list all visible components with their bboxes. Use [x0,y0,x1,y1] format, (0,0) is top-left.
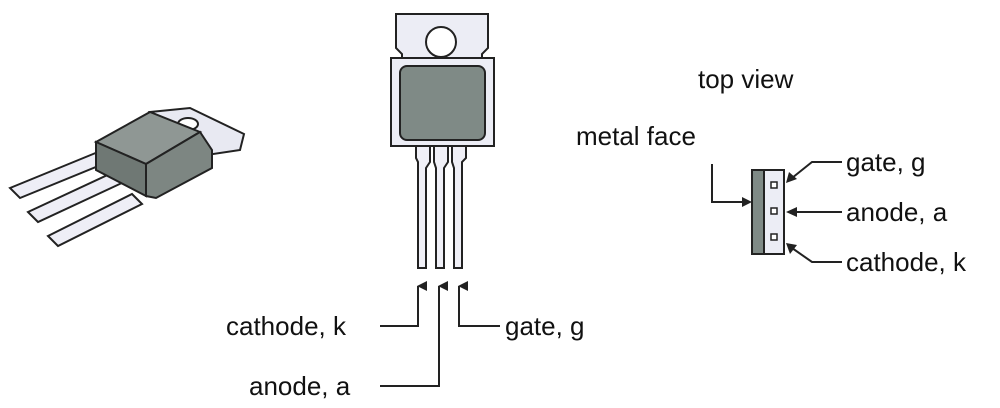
iso-body-side [145,130,213,200]
top-cathode-callout-line [791,247,842,263]
top-view-pin-gate [770,181,778,189]
front-lead-middle [433,145,449,269]
anode-callout-line [380,281,448,387]
top-gate-arrowhead [786,172,797,183]
label-gate-top: gate, g [846,147,926,177]
iso-lead-3 [46,192,144,248]
top-cathode-arrowhead [786,243,797,254]
front-mount-hole [425,26,457,58]
top-view-package [751,169,785,255]
metal-face-arrowhead [742,197,752,207]
label-metal-face: metal face [576,121,696,151]
isometric-package-illustration [8,106,246,248]
front-view-package [390,13,495,269]
gate-callout-line [458,281,500,327]
label-top-view: top view [698,64,794,94]
front-body-face [399,65,486,141]
label-gate-front: gate, g [505,311,585,341]
label-cathode-top: cathode, k [846,247,966,277]
top-anode-arrowhead [786,207,797,217]
cathode-callout-line [380,281,427,327]
front-lead-right [451,145,467,269]
front-view-callouts [380,281,500,387]
top-view-callouts [711,161,842,263]
label-anode-top: anode, a [846,197,948,227]
top-view-pin-anode [770,207,778,215]
front-lead-left [415,145,431,269]
label-anode-front: anode, a [249,371,351,401]
metal-face-callout-line [711,164,744,203]
top-view-pin-cathode [770,233,778,241]
top-view-metal-face [751,169,765,255]
top-gate-callout-line [791,161,842,179]
label-cathode-front: cathode, k [226,311,346,341]
